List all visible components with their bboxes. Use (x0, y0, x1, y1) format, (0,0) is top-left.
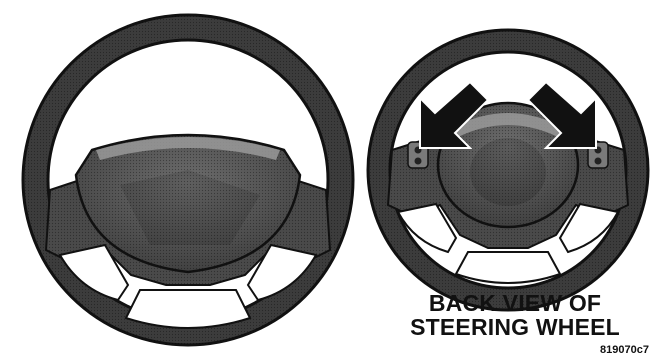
front-view-steering-wheel (23, 15, 353, 345)
back-wheel-bottom-opening (456, 252, 560, 283)
caption-line-1: BACK VIEW OF (395, 290, 635, 316)
front-wheel-bottom-opening (126, 290, 250, 328)
figure-code: 819070c7 (600, 344, 649, 356)
back-view-steering-wheel (368, 30, 648, 310)
caption-line-2: STEERING WHEEL (395, 314, 635, 340)
